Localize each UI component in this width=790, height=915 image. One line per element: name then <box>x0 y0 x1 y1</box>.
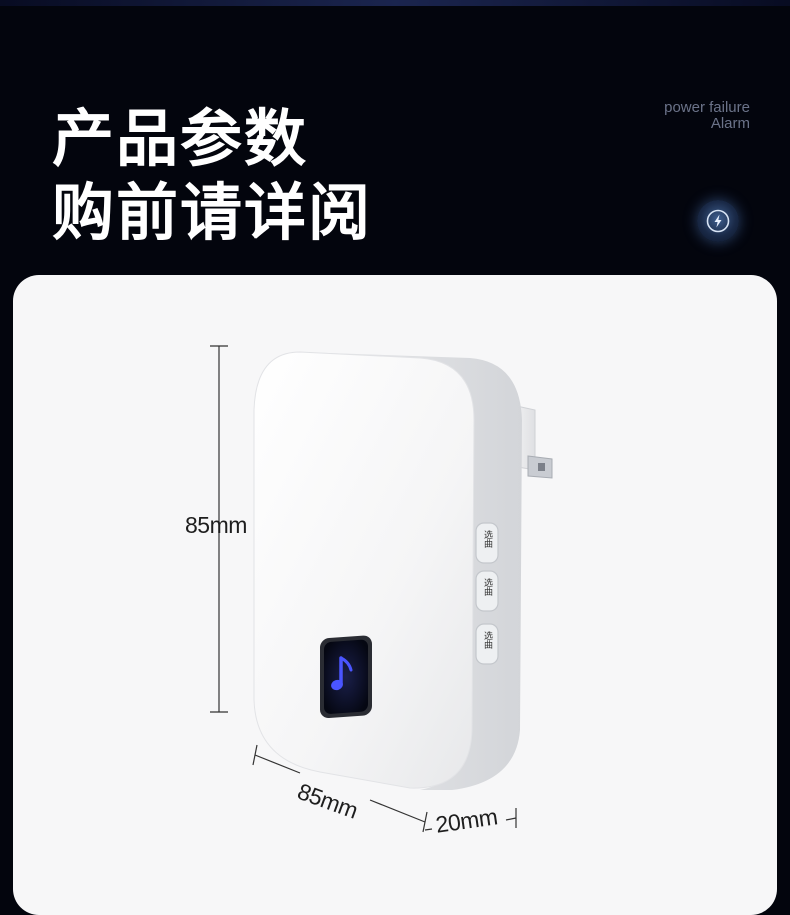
page-title-line-2: 购前请详阅 <box>52 176 373 249</box>
lightning-bolt-icon <box>706 209 730 233</box>
width-dimension-line <box>252 744 428 833</box>
side-buttons <box>475 522 499 665</box>
music-indicator <box>320 635 372 719</box>
feature-caption-line-2: Alarm <box>710 115 750 132</box>
feature-caption-line-1: power failure <box>664 99 750 116</box>
height-dimension-line <box>210 345 228 713</box>
product-illustration <box>210 345 553 833</box>
tune-button-1 <box>475 522 499 564</box>
power-failure-badge <box>697 200 739 242</box>
device-side <box>300 352 522 790</box>
tune-button-3 <box>475 623 499 665</box>
tune-button-2-label: 选曲 <box>482 578 492 596</box>
depth-dimension-line <box>424 808 517 831</box>
tune-button-1-label: 选曲 <box>482 530 492 548</box>
tune-button-3-label: 选曲 <box>482 631 492 649</box>
device-front <box>253 351 475 789</box>
tune-button-2 <box>475 570 499 612</box>
feature-caption: power failure Alarm <box>664 100 750 132</box>
top-glow <box>0 0 790 6</box>
height-dimension-label: 85mm <box>185 512 247 538</box>
music-note-icon <box>331 656 353 691</box>
page-title-line-1: 产品参数 <box>52 102 309 175</box>
